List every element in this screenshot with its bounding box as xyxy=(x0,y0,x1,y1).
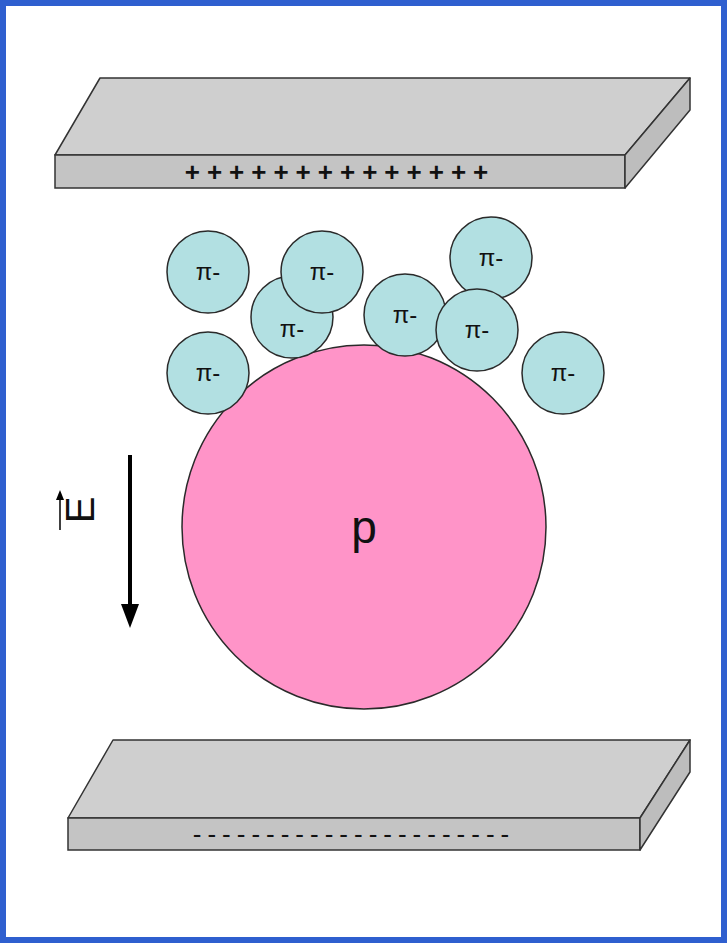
negative-plate: ---------------------- xyxy=(60,736,700,854)
plate-front-face xyxy=(68,818,640,850)
plate-text-box: ---------------------- xyxy=(68,818,640,850)
circle-fill xyxy=(281,231,363,313)
pion-circle: π- xyxy=(363,273,447,357)
pion-circle: π- xyxy=(166,230,250,314)
pion-circle: π- xyxy=(449,216,533,300)
pion-circle: π- xyxy=(280,230,364,314)
circle-fill xyxy=(450,217,532,299)
plate-front-face xyxy=(55,155,625,188)
circle-fill xyxy=(251,276,333,358)
circle-fill xyxy=(167,231,249,313)
circle-fill xyxy=(167,332,249,414)
plate-side-face xyxy=(640,740,690,850)
pion-circle: π- xyxy=(166,331,250,415)
particle-label: π- xyxy=(551,359,576,387)
particle-label: π- xyxy=(465,316,490,344)
circle-fill xyxy=(182,345,546,709)
field-label: E xyxy=(60,497,100,524)
particle-label: π- xyxy=(393,301,418,329)
charge-signs: ++++++++++++++ xyxy=(185,159,496,185)
field-arrow-head xyxy=(121,604,139,628)
particle-label: π- xyxy=(196,359,221,387)
circle-fill xyxy=(522,332,604,414)
particle-label: π- xyxy=(196,258,221,286)
field-label-box: E xyxy=(56,488,104,532)
pion-circle: π- xyxy=(435,288,519,372)
pion-circle: π- xyxy=(521,331,605,415)
circle-fill xyxy=(436,289,518,371)
plate-top-face xyxy=(68,740,690,818)
particle-label: π- xyxy=(310,258,335,286)
plate-top-face xyxy=(55,78,690,155)
particle-label: π- xyxy=(280,315,305,343)
field-arrow-shaft xyxy=(128,455,132,608)
positive-plate: ++++++++++++++ xyxy=(50,74,695,192)
circle-fill xyxy=(364,274,446,356)
particle-label: π- xyxy=(479,244,504,272)
particle-label: p xyxy=(351,500,377,554)
charge-signs: ---------------------- xyxy=(193,821,515,847)
plate-side-face xyxy=(625,78,690,188)
plate-text-box: ++++++++++++++ xyxy=(55,155,625,188)
